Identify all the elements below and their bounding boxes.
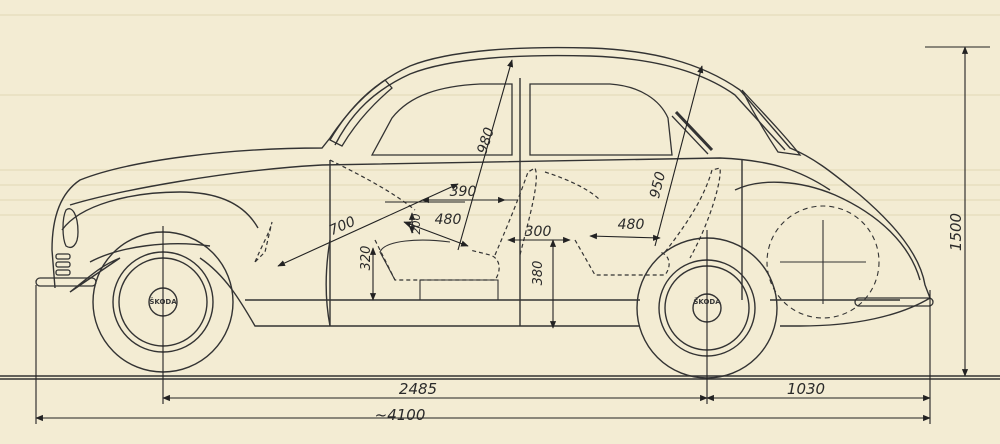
rear-overhang-label: 1030 [787,380,825,398]
front-seat-height-label: 320 [359,246,374,271]
spare-wheel [766,205,880,319]
front-seat-depth-label: 480 [435,212,462,228]
wheelbase-label: 2485 [399,380,437,398]
car-body [51,46,931,327]
front-side-window [370,83,513,156]
ground-line [0,375,1000,380]
front-headroom-label: 980 [474,126,498,156]
rear-bumper [854,297,934,307]
rear-seat-depth-label: 480 [618,217,645,233]
front-seat-cushion-label: 200 [410,214,423,235]
seats [254,159,721,281]
windshield [329,79,393,147]
interior-dimension-lines [277,59,704,329]
front-backrest-label: 390 [450,184,477,200]
rear-seat-height-label: 380 [531,261,546,286]
interseat-gap-label: 300 [525,224,552,240]
overall-length-label: ~4100 [375,406,426,424]
windows [329,79,802,156]
exterior-dimension-lines [35,46,990,424]
rear-side-window [529,83,673,156]
rear-quarter-window [741,89,802,156]
overall-height-label: 1500 [947,213,965,251]
rear-headroom-label: 950 [647,170,669,200]
